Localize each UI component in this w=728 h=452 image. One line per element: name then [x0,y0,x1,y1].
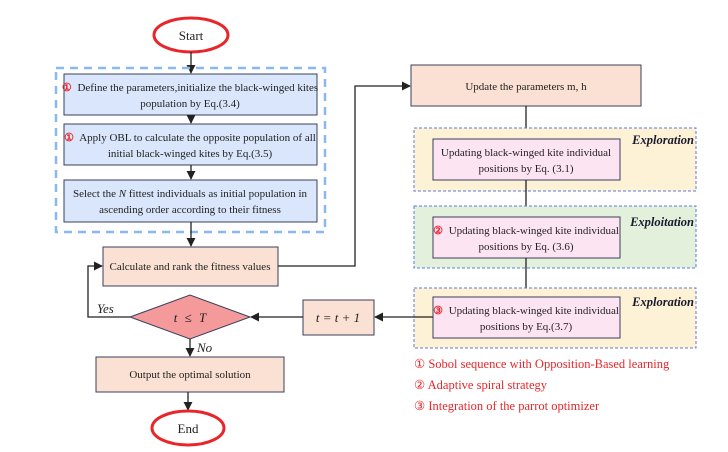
init-step-1: ① Define the parameters,initialize the b… [62,73,318,116]
increment-box: t = t + 1 [302,299,375,336]
init-step-3: Select the N fittest individuals as init… [63,179,318,223]
output-label: Output the optimal solution [129,369,251,381]
phase-1-box [432,138,621,181]
svg-text:③ Updating black-winged: ③ Updating black-winged kite individual [433,305,619,317]
init-step-1-line2: population by Eq.(3.4) [140,98,240,110]
arrow-calculate-to-update [278,81,411,267]
phase-3-box [432,296,621,339]
phase-2-line2: positions by Eq. (3.6) [478,241,573,253]
start-terminal: Start [152,16,230,54]
decision-op: ≤ [185,310,192,325]
phase-3-line1: Updating black-winged kite individual [449,305,619,317]
init-step-3-line2: ascending order according to their fitne… [99,204,281,216]
marker-1-icon: ① [64,132,74,144]
update-params-box: Update the parameters m, h [410,64,642,107]
marker-3-icon: ③ [433,305,443,317]
legend: ① Sobol sequence with Opposition-Based l… [414,357,670,413]
output-box: Output the optimal solution [95,356,285,393]
yes-label: Yes [97,301,114,316]
phase-exploration-2: Exploration ③ Updating black-winged kite… [413,287,697,349]
phase-exploration-1: Exploration Updating black-winged kite i… [413,127,697,192]
arrow-yes-loop [87,261,130,318]
init-step-2: ① Apply OBL to calculate the opposite po… [63,123,318,166]
phase-2-line1: Updating black-winged kite individual [449,225,619,237]
legend-item-1: ① Sobol sequence with Opposition-Based l… [414,357,670,371]
phase-3-line2: positions by Eq.(3.7) [480,321,573,333]
phase-1-line2: positions by Eq. (3.1) [478,163,573,175]
marker-1-icon: ① [62,82,72,94]
phase-2-box [432,216,621,259]
phase-exploitation: Exploitation ② Updating black-winged kit… [413,205,697,269]
svg-text:① Define the parameters,: ① Define the parameters,initialize the b… [62,82,318,94]
legend-item-2: ② Adaptive spiral strategy [414,378,548,392]
region-label-exploration: Exploration [631,295,694,309]
decision-diamond: t ≤ T [128,294,252,340]
svg-text:t ≤ T: t ≤ T [174,310,207,325]
decision-right: T [199,310,207,325]
svg-text:② Updating black-winged: ② Updating black-winged kite individual [433,225,619,237]
phase-1-line1: Updating black-winged kite individual [441,147,611,159]
no-label: No [196,340,213,355]
svg-text:① Apply OBL to calculate: ① Apply OBL to calculate the opposite po… [64,132,316,144]
init-step-3-var: N [118,188,127,200]
legend-item-3: ③ Integration of the parrot optimizer [414,399,600,413]
init-step-3-line1-pre: Select the [73,188,119,200]
region-label-exploration: Exploration [631,133,694,147]
svg-text:Select the N fittest individu: Select the N fittest individuals as init… [73,188,308,200]
increment-label: t = t + 1 [316,310,360,325]
update-params-label: Update the parameters m, h [465,81,587,93]
region-label-exploitation: Exploitation [629,215,694,229]
init-step-1-line1: Define the parameters,initialize the bla… [77,82,318,94]
init-step-2-line2: initial black-winged kites by Eq.(3.5) [108,148,273,160]
start-label: Start [179,28,204,43]
end-terminal: End [150,409,226,447]
init-step-2-line1: Apply OBL to calculate the opposite popu… [79,132,316,144]
decision-left: t [174,310,178,325]
calculate-label: Calculate and rank the fitness values [110,261,271,273]
end-label: End [178,421,199,436]
init-step-3-line1-post: fittest individuals as initial populatio… [126,188,307,200]
marker-2-icon: ② [433,225,443,237]
calculate-box: Calculate and rank the fitness values [102,246,279,287]
